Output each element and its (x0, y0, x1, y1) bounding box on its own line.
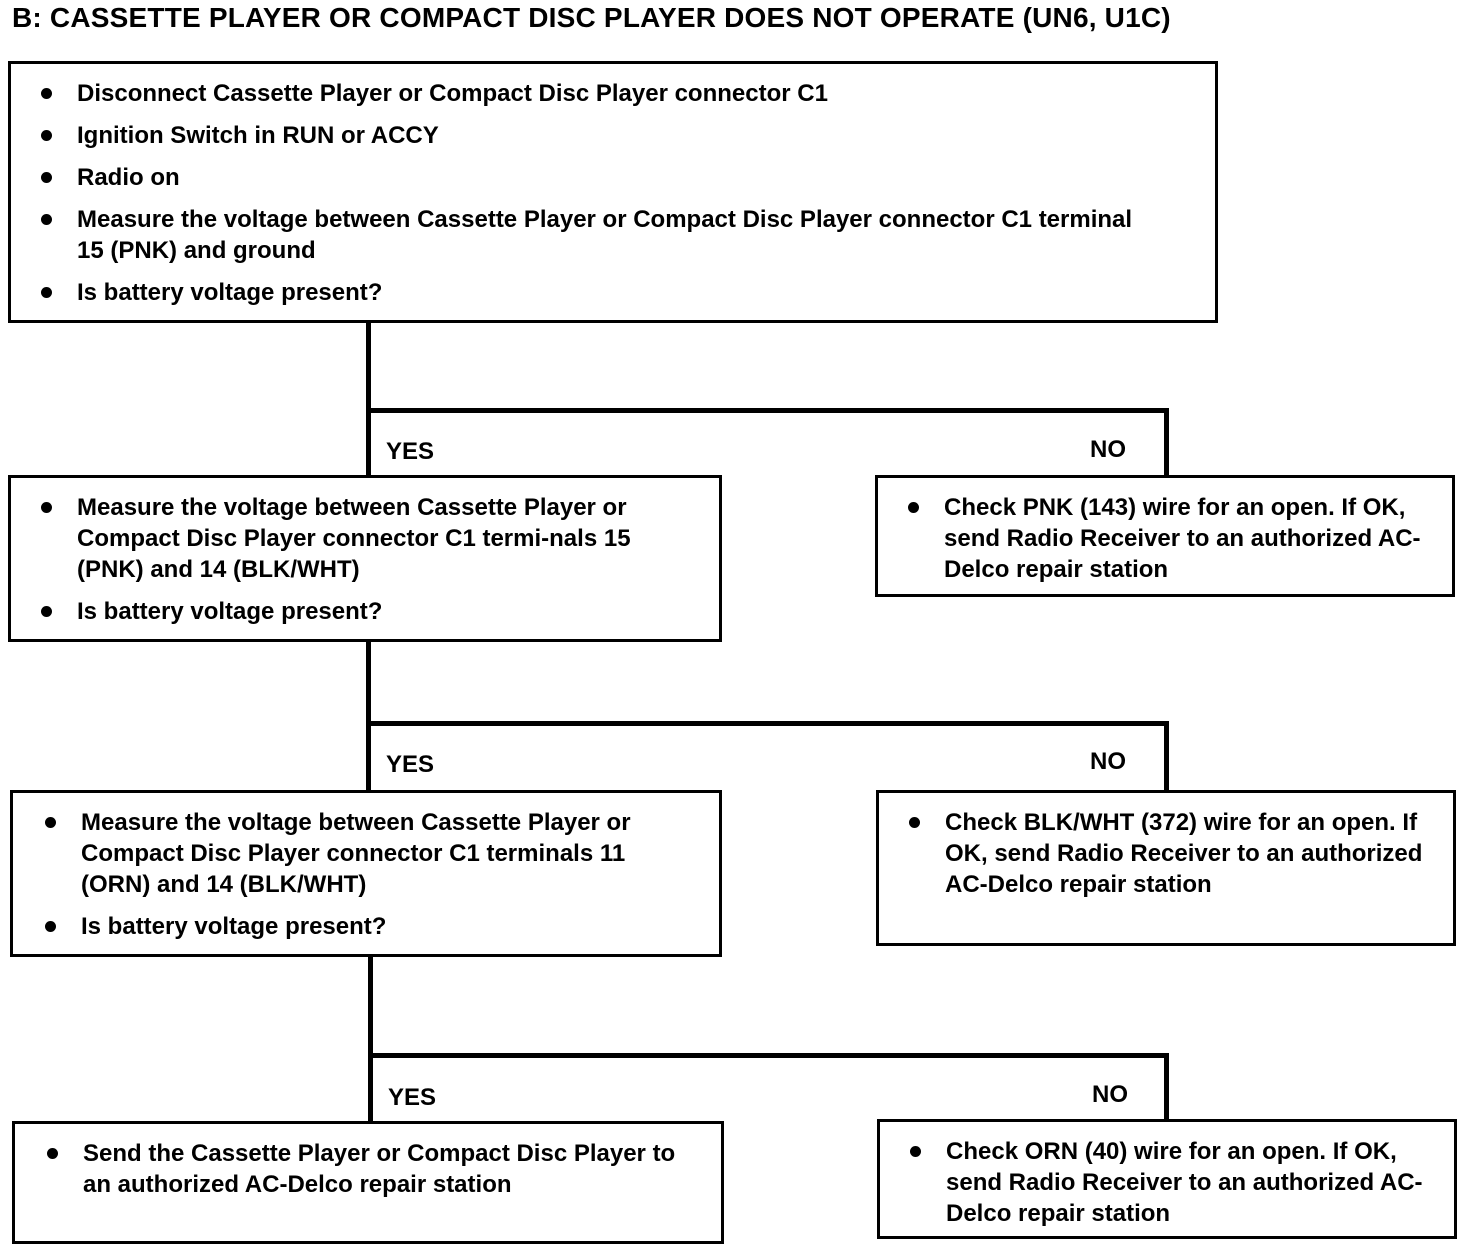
bullet-icon (45, 921, 56, 932)
connector-line (366, 408, 1169, 413)
step-3-yes-item: Is battery voltage present? (21, 911, 699, 942)
bullet-icon (909, 817, 920, 828)
connector-line (366, 323, 371, 475)
no-label: NO (1090, 748, 1126, 775)
step-2-yes-item: Is battery voltage present? (17, 596, 699, 627)
bullet-icon (45, 817, 56, 828)
step-1-text: Disconnect Cassette Player or Compact Di… (77, 80, 828, 107)
step-1-item: Is battery voltage present? (17, 277, 1195, 308)
step-4-no-text: Check ORN (40) wire for an open. If OK, … (946, 1138, 1423, 1227)
connector-line (1164, 721, 1169, 790)
step-2-no-box: Check PNK (143) wire for an open. If OK,… (875, 475, 1455, 597)
bullet-icon (41, 606, 52, 617)
step-2-yes-item: Measure the voltage between Cassette Pla… (17, 492, 699, 585)
step-1-item: Disconnect Cassette Player or Compact Di… (17, 78, 1195, 109)
no-label: NO (1092, 1081, 1128, 1108)
step-3-yes-box: Measure the voltage between Cassette Pla… (10, 790, 722, 957)
connector-line (1164, 408, 1169, 475)
step-3-yes-text: Measure the voltage between Cassette Pla… (81, 809, 631, 898)
bullet-icon (41, 172, 52, 183)
step-3-no-text: Check BLK/WHT (372) wire for an open. If… (945, 809, 1423, 898)
step-4-yes-item: Send the Cassette Player or Compact Disc… (23, 1138, 701, 1200)
step-1-item: Radio on (17, 162, 1195, 193)
step-1-item: Measure the voltage between Cassette Pla… (17, 204, 1195, 266)
step-3-yes-text: Is battery voltage present? (81, 913, 387, 940)
connector-line (368, 957, 373, 1121)
connector-line (366, 642, 371, 790)
bullet-icon (41, 130, 52, 141)
step-3-yes-item: Measure the voltage between Cassette Pla… (21, 807, 699, 900)
bullet-icon (41, 88, 52, 99)
bullet-icon (910, 1146, 921, 1157)
yes-label: YES (386, 751, 435, 778)
step-4-no-item: Check ORN (40) wire for an open. If OK, … (886, 1136, 1444, 1229)
step-4-no-box: Check ORN (40) wire for an open. If OK, … (877, 1119, 1457, 1239)
step-1-box: Disconnect Cassette Player or Compact Di… (8, 61, 1218, 323)
connector-line (368, 1053, 1169, 1058)
step-4-yes-box: Send the Cassette Player or Compact Disc… (12, 1121, 724, 1244)
step-4-yes-text: Send the Cassette Player or Compact Disc… (83, 1140, 676, 1198)
step-2-no-item: Check PNK (143) wire for an open. If OK,… (884, 492, 1442, 585)
step-2-yes-text: Is battery voltage present? (77, 598, 383, 625)
bullet-icon (41, 287, 52, 298)
page-title: B: CASSETTE PLAYER OR COMPACT DISC PLAYE… (12, 2, 1171, 33)
bullet-icon (41, 214, 52, 225)
step-2-no-text: Check PNK (143) wire for an open. If OK,… (944, 494, 1421, 583)
bullet-icon (41, 502, 52, 513)
connector-line (1164, 1053, 1169, 1119)
step-2-yes-box: Measure the voltage between Cassette Pla… (8, 475, 722, 642)
step-1-text: Measure the voltage between Cassette Pla… (77, 206, 1133, 264)
bullet-icon (908, 502, 919, 513)
bullet-icon (47, 1148, 58, 1159)
connector-line (366, 721, 1169, 726)
step-1-item: Ignition Switch in RUN or ACCY (17, 120, 1195, 151)
step-1-text: Ignition Switch in RUN or ACCY (77, 122, 439, 149)
step-1-text: Radio on (77, 164, 180, 191)
yes-label: YES (386, 438, 435, 465)
step-2-yes-text: Measure the voltage between Cassette Pla… (77, 494, 631, 583)
no-label: NO (1090, 436, 1126, 463)
step-1-text: Is battery voltage present? (77, 279, 383, 306)
step-3-no-item: Check BLK/WHT (372) wire for an open. If… (885, 807, 1443, 900)
step-3-no-box: Check BLK/WHT (372) wire for an open. If… (876, 790, 1456, 946)
yes-label: YES (388, 1084, 437, 1111)
